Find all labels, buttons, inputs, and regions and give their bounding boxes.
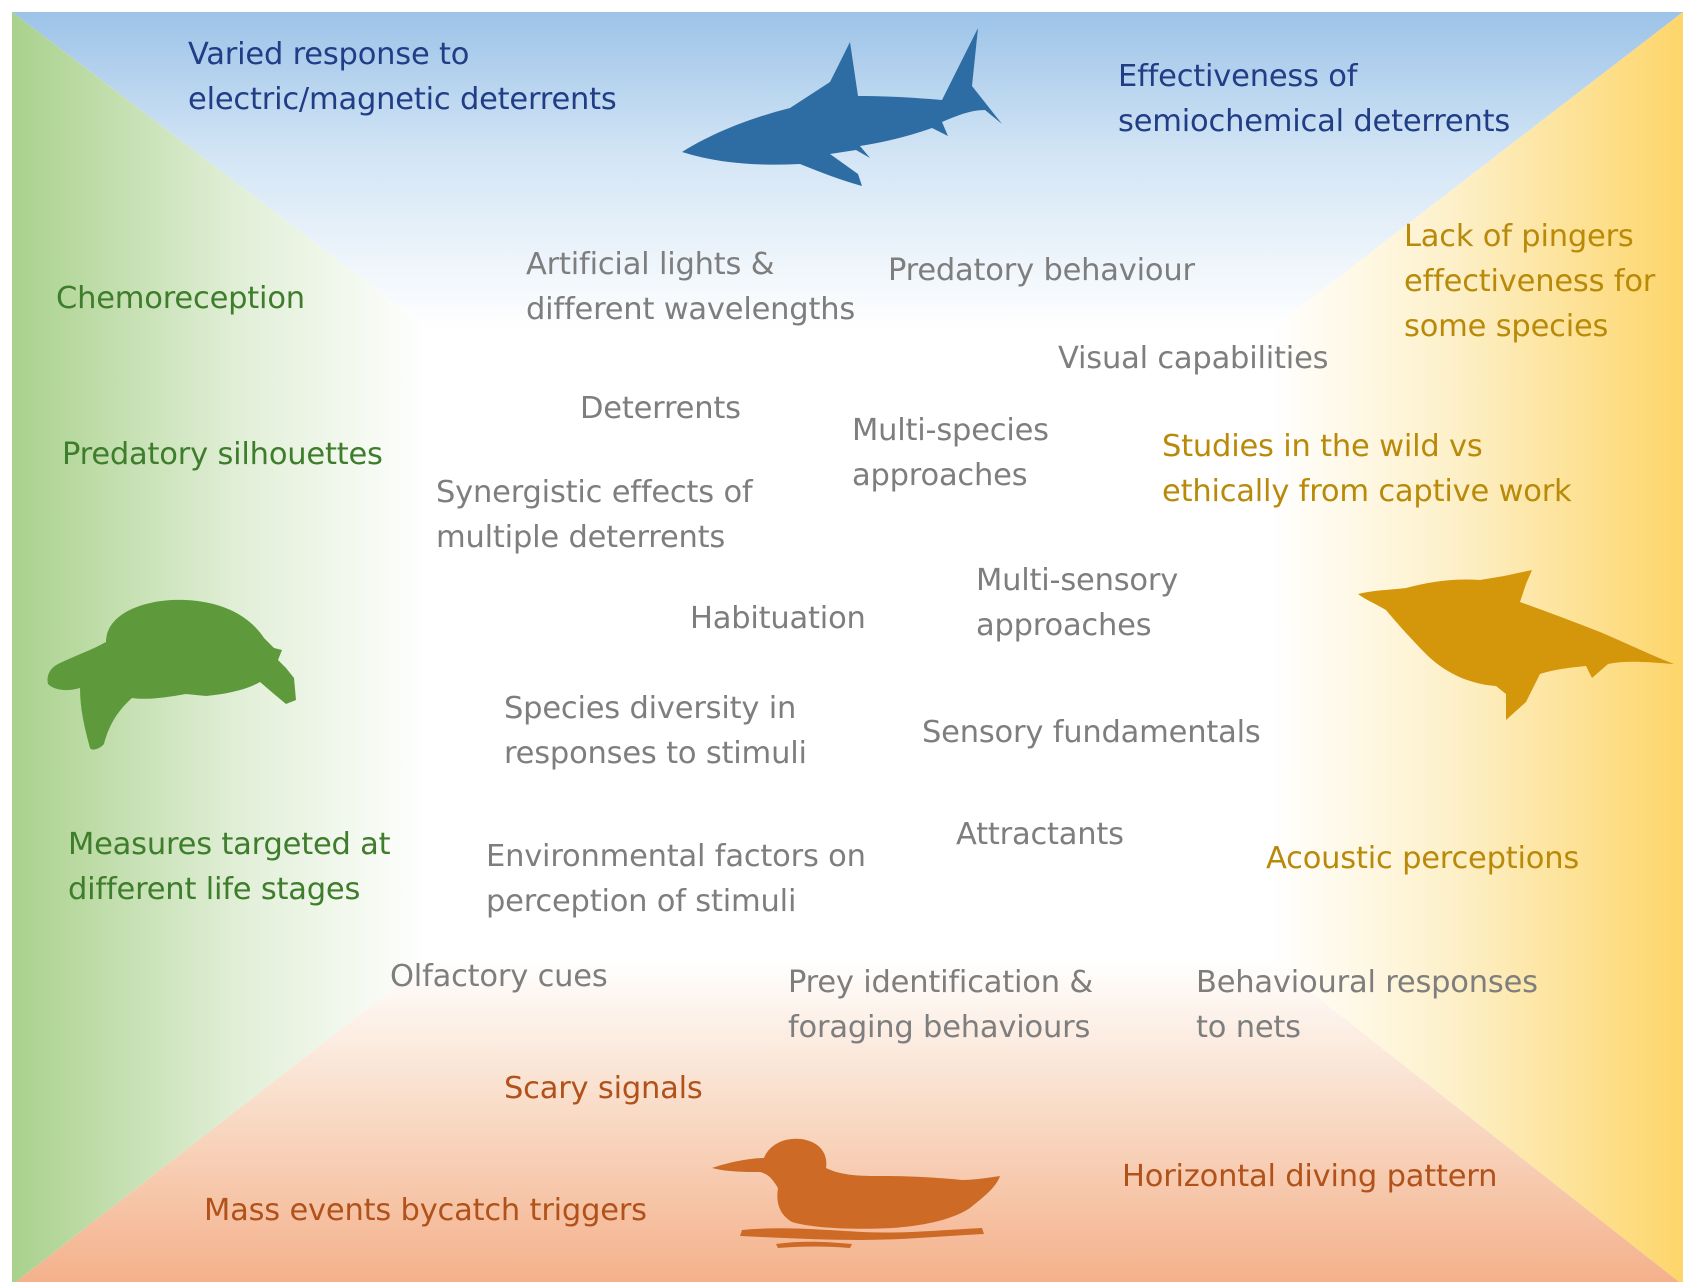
label-deterrents: Deterrents <box>580 391 741 426</box>
label-behavioural-responses: Behavioural responses to nets <box>1196 965 1538 1045</box>
label-olfactory-cues: Olfactory cues <box>390 959 608 994</box>
label-multi-sensory: Multi-sensory approaches <box>976 563 1179 643</box>
label-prey-identification: Prey identification & foraging behaviour… <box>788 965 1093 1045</box>
label-visual-capabilities: Visual capabilities <box>1058 341 1329 376</box>
shark-icon <box>682 28 1002 186</box>
seabird-icon <box>712 1138 1000 1248</box>
label-acoustic-perceptions: Acoustic perceptions <box>1266 841 1580 876</box>
label-horizontal-diving: Horizontal diving pattern <box>1122 1159 1498 1194</box>
label-wild-vs-captive: Studies in the wild vs ethically from ca… <box>1162 429 1572 509</box>
label-chemoreception: Chemoreception <box>56 281 305 316</box>
label-artificial-lights: Artificial lights & different wavelength… <box>526 247 856 327</box>
label-synergistic: Synergistic effects of multiple deterren… <box>436 475 753 555</box>
label-scary-signals: Scary signals <box>504 1071 703 1106</box>
label-species-diversity: Species diversity in responses to stimul… <box>504 691 807 771</box>
dolphin-icon <box>1358 570 1674 720</box>
label-predatory-silhouettes: Predatory silhouettes <box>62 437 383 472</box>
label-habituation: Habituation <box>690 601 866 636</box>
bottom-quadrant <box>15 960 1680 1282</box>
label-semiochemical: Effectiveness of semiochemical deterrent… <box>1118 59 1511 139</box>
label-pingers: Lack of pingers effectiveness for some s… <box>1404 219 1656 344</box>
label-environmental-factors: Environmental factors on perception of s… <box>486 839 866 919</box>
label-predatory-behaviour: Predatory behaviour <box>888 253 1195 288</box>
label-sensory-fundamentals: Sensory fundamentals <box>922 715 1261 750</box>
label-electric-magnetic: Varied response to electric/magnetic det… <box>188 37 617 117</box>
label-attractants: Attractants <box>956 817 1124 852</box>
label-life-stages: Measures targeted at different life stag… <box>68 827 391 907</box>
sea-turtle-icon <box>47 599 297 750</box>
label-mass-events: Mass events bycatch triggers <box>204 1193 647 1228</box>
label-multi-species: Multi-species approaches <box>852 413 1049 493</box>
